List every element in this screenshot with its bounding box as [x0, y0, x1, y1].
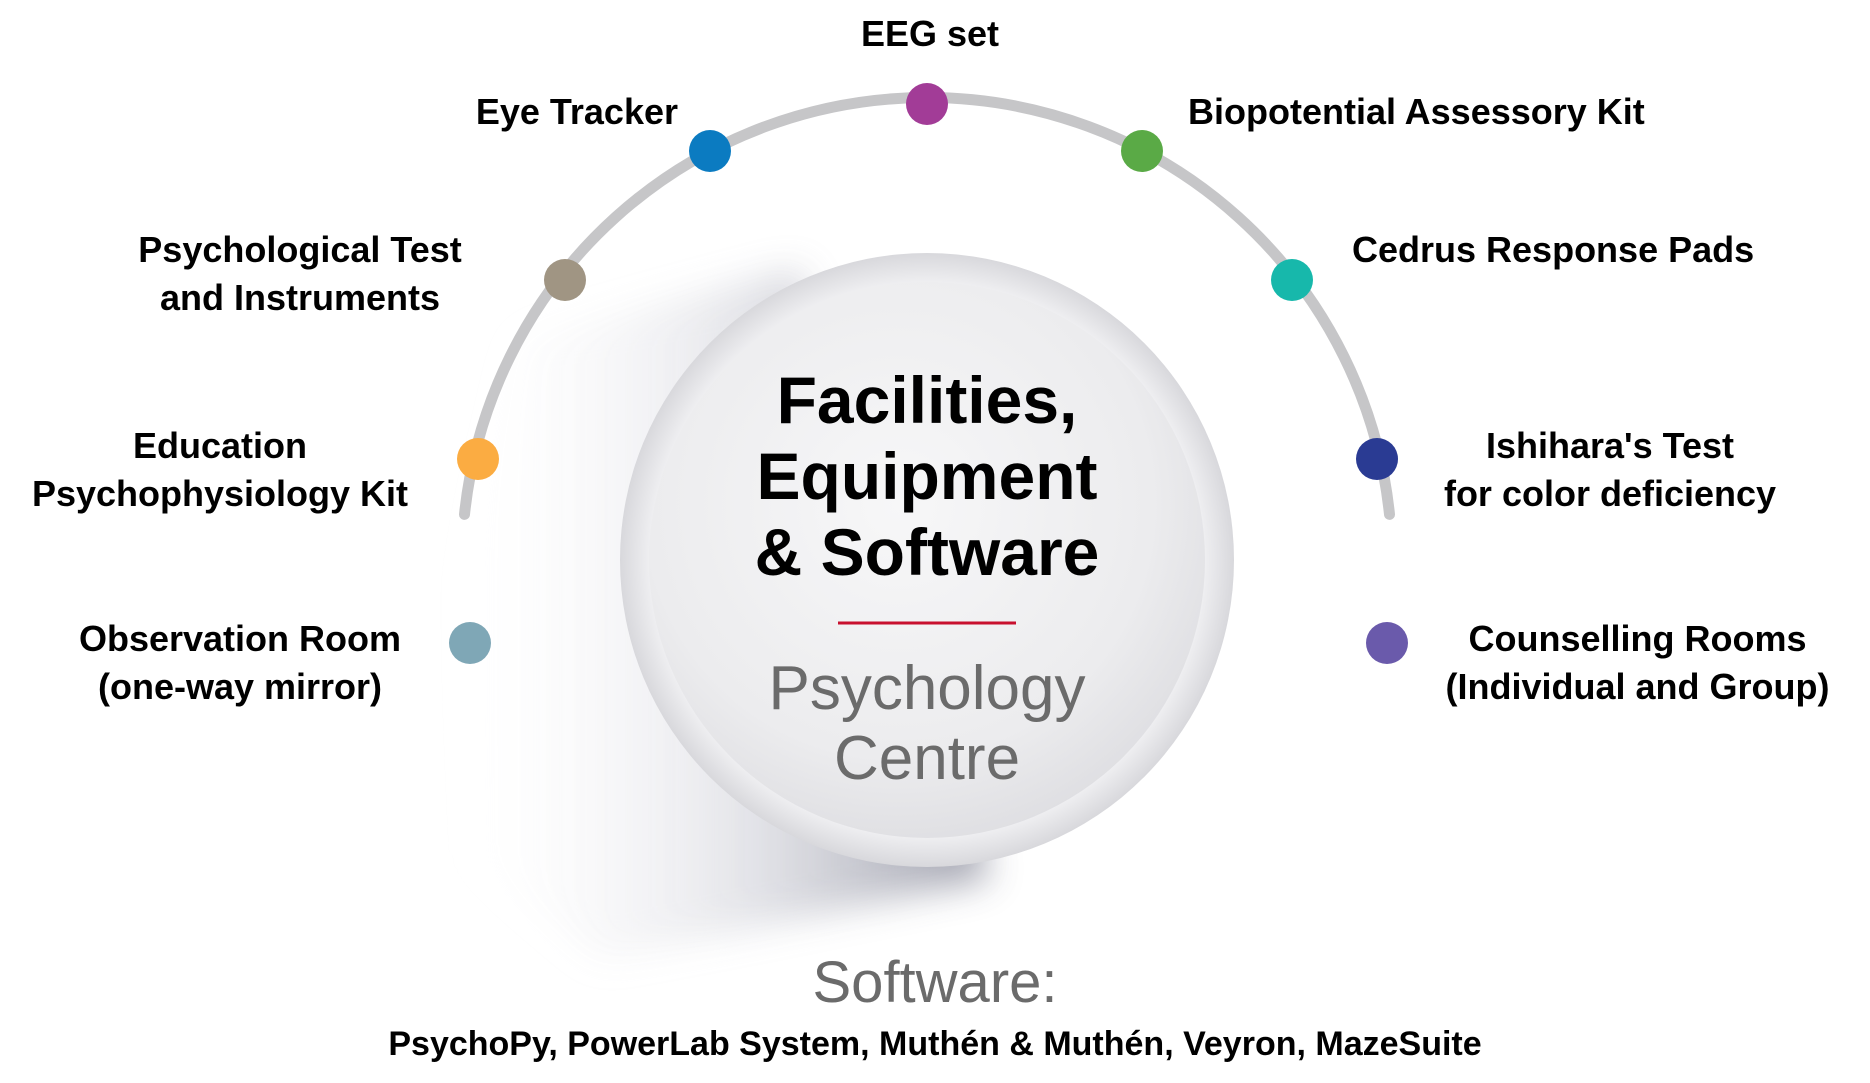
node-label-eeg-line-1: EEG set	[860, 13, 1000, 54]
node-label-observation-room-line-2: (one-way mirror)	[97, 666, 383, 707]
node-dot-cedrus	[1271, 259, 1313, 301]
node-label-psych-test-line-2: and Instruments	[159, 277, 441, 318]
node-label-biopotential-line-1: Biopotential Assessory Kit	[1188, 91, 1645, 132]
center-title-line-3: & Software	[754, 515, 1100, 589]
node-label-cedrus-line-1: Cedrus Response Pads	[1352, 229, 1755, 270]
center-title: Facilities, Equipment & Software	[627, 362, 1227, 590]
node-label-eye-tracker-line-1: Eye Tracker	[475, 91, 678, 132]
node-dot-education-kit	[457, 438, 499, 480]
software-heading: Software:	[812, 950, 1058, 1015]
node-dot-eye-tracker	[689, 130, 731, 172]
center-subtitle-line-2: Centre	[833, 724, 1021, 793]
node-dots	[449, 83, 1408, 664]
node-label-biopotential: Biopotential Assessory Kit	[1188, 88, 1748, 136]
node-label-eeg: EEG set	[780, 10, 1080, 58]
center-title-line-1: Facilities,	[776, 363, 1078, 437]
center-subtitle: Psychology Centre	[627, 654, 1227, 794]
node-dot-eeg	[906, 83, 948, 125]
center-subtitle-line-1: Psychology	[768, 654, 1086, 723]
node-label-ishihara-line-2: for color deficiency	[1443, 473, 1777, 514]
node-label-ishihara-line-1: Ishihara's Test	[1486, 425, 1734, 466]
node-label-counselling-rooms: Counselling Rooms (Individual and Group)	[1410, 615, 1865, 711]
center-inner-disc	[649, 282, 1205, 838]
node-label-counselling-rooms-line-1: Counselling Rooms	[1468, 618, 1807, 659]
node-label-education-kit-line-2: Psychophysiology Kit	[31, 473, 409, 514]
node-dot-observation-room	[449, 622, 491, 664]
node-label-observation-room-line-1: Observation Room	[78, 618, 402, 659]
node-dot-ishihara	[1356, 438, 1398, 480]
node-label-cedrus: Cedrus Response Pads	[1352, 226, 1812, 274]
node-label-education-kit: Education Psychophysiology Kit	[5, 422, 435, 518]
node-label-ishihara: Ishihara's Test for color deficiency	[1400, 422, 1820, 518]
node-dot-psych-test	[544, 259, 586, 301]
node-label-counselling-rooms-line-2: (Individual and Group)	[1445, 666, 1830, 707]
center-title-line-2: Equipment	[756, 439, 1098, 513]
node-dot-counselling-rooms	[1366, 622, 1408, 664]
node-label-education-kit-line-1: Education	[132, 425, 307, 466]
node-label-psych-test-line-1: Psychological Test	[138, 229, 462, 270]
node-label-observation-room: Observation Room (one-way mirror)	[40, 615, 440, 711]
software-list: PsychoPy, PowerLab System, Muthén & Muth…	[388, 1025, 1482, 1063]
node-label-eye-tracker: Eye Tracker	[300, 88, 678, 136]
node-label-psych-test: Psychological Test and Instruments	[90, 226, 510, 322]
node-dot-biopotential	[1121, 130, 1163, 172]
